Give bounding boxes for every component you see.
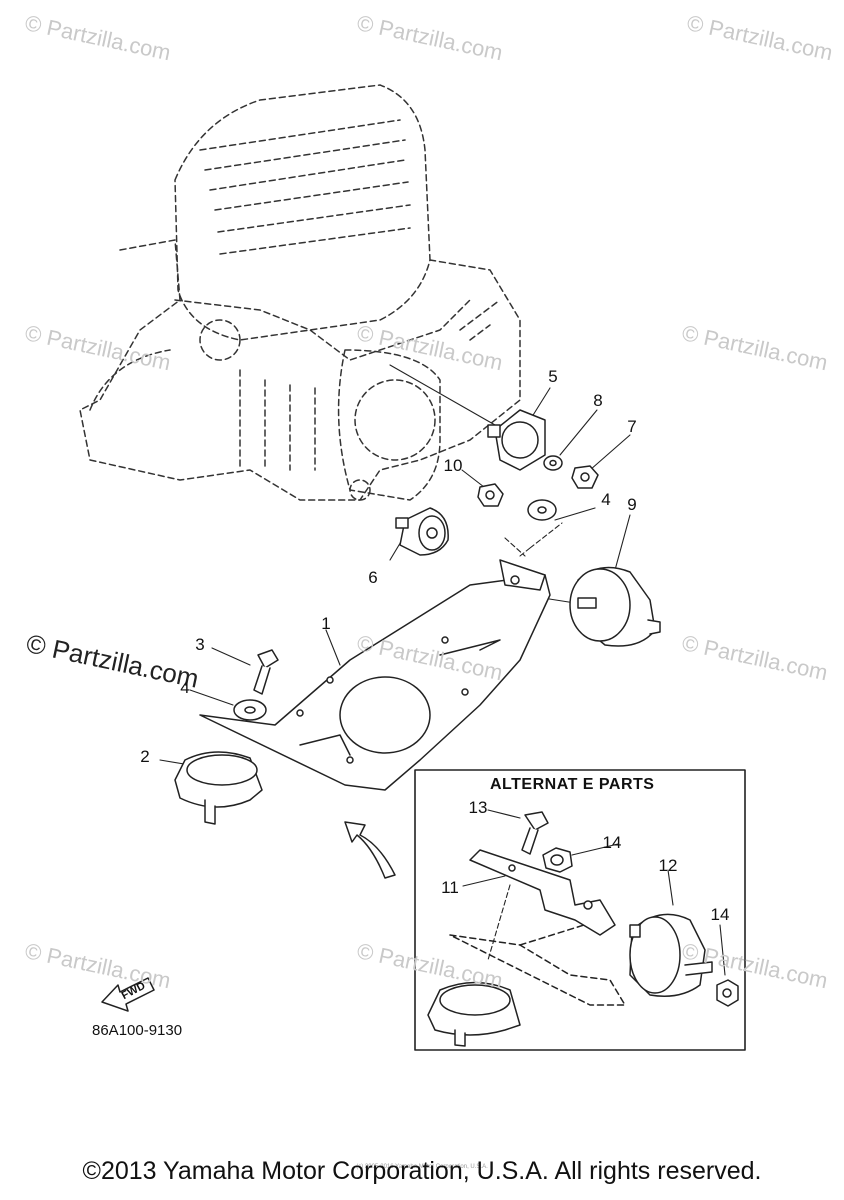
engine-outline: [79, 84, 521, 501]
part-1-engine-bed: [199, 559, 551, 791]
callout-14-upper: 14: [602, 833, 622, 852]
part-4-lower-washer: [233, 699, 267, 721]
part-6-rubber-mount: [395, 507, 449, 556]
diagram-code: 86A100-9130: [92, 1022, 183, 1039]
direction-arrow-icon: [344, 821, 396, 879]
alternate-parts-box: [414, 769, 746, 1051]
part-5-coupling: [487, 409, 546, 471]
part-3-bolt: [253, 649, 279, 695]
part-14-upper-nut: [542, 847, 573, 873]
part-9-engine-mount: [569, 566, 661, 647]
part-4-upper-washer: [527, 499, 557, 521]
callout-4-upper: 4: [601, 490, 611, 509]
alternate-parts-title: ALTERNAT E PARTS: [490, 776, 655, 793]
callout-2: 2: [140, 747, 150, 766]
alternate-rubber-mount: [427, 981, 521, 1047]
part-12-mount: [629, 913, 713, 997]
copyright-small: (c) 2005-2016 Yamaha Motor Corporation, …: [356, 1164, 488, 1170]
callout-11: 11: [441, 878, 459, 897]
callout-3: 3: [195, 635, 205, 654]
part-14-lower-nut: [716, 979, 739, 1007]
fwd-arrow-icon: [101, 977, 155, 1012]
part-8-washer: [543, 455, 563, 471]
callout-8: 8: [593, 391, 603, 410]
copyright-footer: ©2013 Yamaha Motor Corporation, U.S.A. A…: [82, 1157, 762, 1185]
part-7-nut: [571, 465, 599, 489]
callout-4-lower: 4: [180, 678, 190, 697]
callout-6: 6: [368, 568, 378, 587]
part-10-nut: [477, 483, 504, 507]
callout-13: 13: [468, 798, 488, 817]
callout-14-lower: 14: [710, 905, 730, 924]
callout-9: 9: [627, 495, 637, 514]
part-2-rubber-mount: [174, 751, 263, 825]
part-13-bolt: [521, 811, 549, 855]
callout-5: 5: [548, 367, 558, 386]
callout-10: 10: [443, 456, 463, 475]
callout-1: 1: [321, 614, 331, 633]
callout-7: 7: [627, 417, 637, 436]
callout-12: 12: [658, 856, 678, 875]
part-11-bracket: [469, 849, 616, 936]
